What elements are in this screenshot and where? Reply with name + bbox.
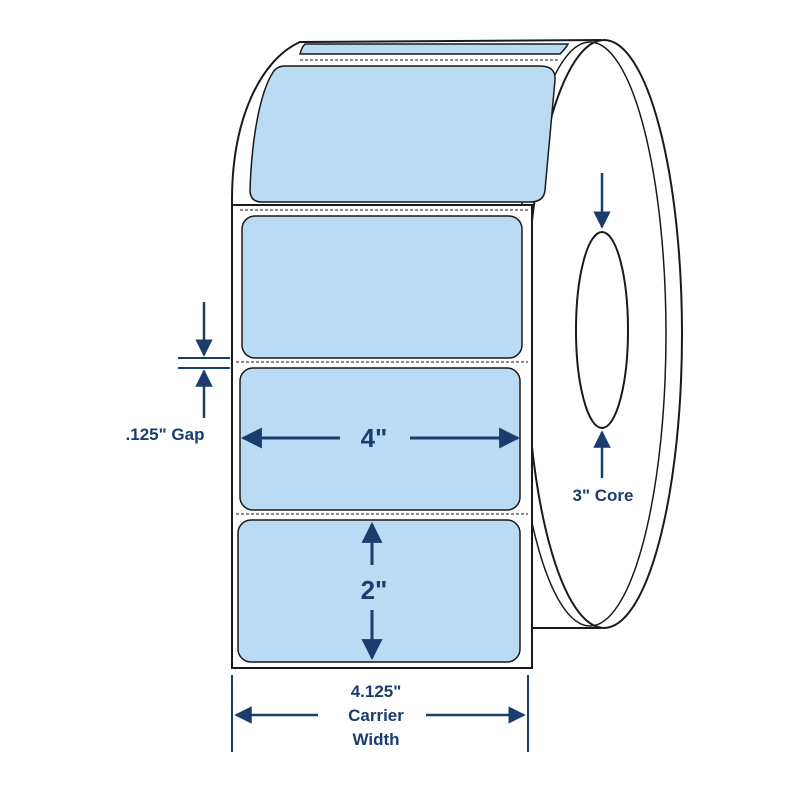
core-text: 3" Core — [573, 486, 634, 505]
label-1 — [241, 215, 523, 359]
carrier-text-line3: Width — [352, 730, 399, 749]
label-3 — [237, 519, 521, 663]
core-hole — [575, 231, 629, 429]
gap-text: .125" Gap — [126, 425, 205, 444]
carrier-text-line2: Carrier — [348, 706, 404, 725]
label-height-text: 2" — [361, 575, 388, 605]
label-top-partial — [299, 43, 570, 55]
label-curved — [249, 65, 556, 203]
label-width-text: 4" — [361, 423, 388, 453]
carrier-text-line1: 4.125" — [351, 682, 402, 701]
